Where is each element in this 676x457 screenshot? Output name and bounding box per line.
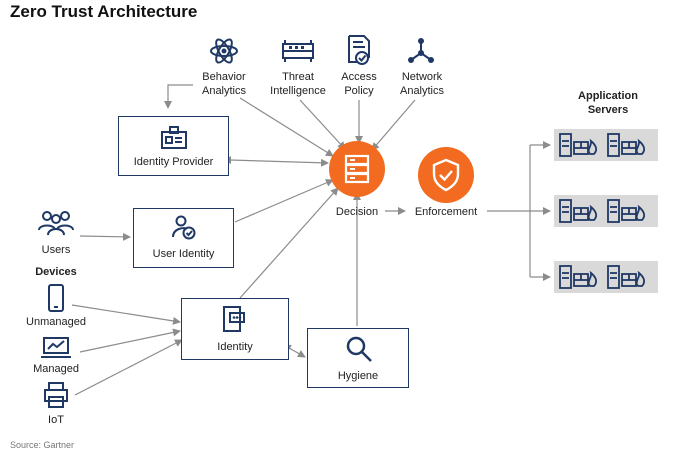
shield-check-icon: [432, 158, 460, 192]
arrow-idp-decision: [223, 156, 329, 167]
arrow-useridentity-to-decision: [234, 179, 334, 223]
label-network-analytics: Network Analytics: [399, 71, 445, 97]
identity-provider-box: Identity Provider: [118, 116, 229, 176]
arrow-users-to-useridentity: [79, 232, 131, 241]
arrow-behavior-to-decision: [239, 97, 334, 157]
label-enforcement: Enforcement: [414, 206, 478, 218]
identity-box: Identity: [181, 298, 289, 360]
app-servers-heading: Application Servers: [578, 90, 638, 116]
server-firewall-icon: [559, 133, 646, 157]
label-access-policy: Access Policy: [341, 71, 377, 97]
user-identity-label: User Identity: [152, 248, 215, 260]
enforcement-node: [418, 147, 474, 203]
users-group-icon: [38, 211, 74, 236]
laptop-chart-icon: [41, 337, 71, 358]
server-firewall-icon: [559, 265, 646, 289]
server-group-1: [554, 129, 658, 161]
arrow-behavior-to-idp: [164, 84, 193, 109]
network-nodes-icon: [408, 38, 434, 63]
decision-node: [329, 141, 385, 197]
identity-provider-label: Identity Provider: [133, 156, 214, 168]
mobile-phone-icon: [48, 284, 64, 312]
device-identity-icon: [223, 306, 245, 332]
identity-label: Identity: [217, 341, 253, 353]
server-group-3: [554, 261, 658, 293]
hygiene-box: Hygiene: [307, 328, 409, 388]
atom-icon: [210, 38, 238, 64]
arrow-unmanaged-to-identity: [71, 304, 181, 325]
server-stack-icon: [344, 154, 370, 184]
arrow-identity-to-decision: [239, 187, 339, 299]
magnifier-icon: [346, 336, 372, 362]
hygiene-label: Hygiene: [337, 370, 379, 382]
arrow-threat-to-decision: [299, 99, 346, 150]
server-group-2: [554, 195, 658, 227]
label-managed: Managed: [33, 363, 79, 375]
arrow-identity-hygiene: [282, 344, 306, 358]
devices-heading: Devices: [35, 266, 77, 278]
server-firewall-icon: [559, 199, 646, 223]
label-users: Users: [41, 244, 71, 256]
label-threat-intelligence: Threat Intelligence: [270, 71, 326, 97]
label-iot: IoT: [48, 414, 64, 426]
label-behavior-analytics: Behavior Analytics: [201, 71, 247, 97]
policy-document-icon: [348, 35, 370, 65]
label-decision: Decision: [335, 206, 379, 218]
server-rack-icon: [282, 40, 314, 62]
label-unmanaged: Unmanaged: [26, 316, 86, 328]
diagram-title: Zero Trust Architecture: [10, 2, 198, 21]
arrow-iot-to-identity: [74, 339, 183, 396]
id-badge-icon: [161, 126, 187, 149]
user-check-icon: [172, 215, 196, 240]
user-identity-box: User Identity: [133, 208, 234, 268]
arrow-network-to-decision: [371, 99, 416, 151]
source-caption: Source: Gartner: [10, 440, 75, 450]
printer-icon: [44, 382, 68, 408]
arrow-managed-to-identity: [79, 328, 181, 353]
